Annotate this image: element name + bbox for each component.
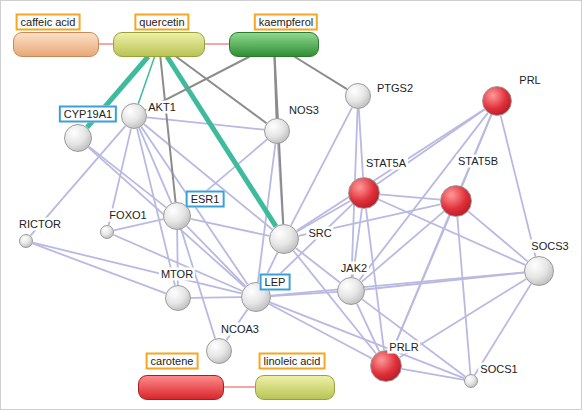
interaction-line	[357, 304, 379, 352]
protein-node: SOCS3	[524, 256, 554, 286]
protein-node: AKT1	[121, 103, 147, 129]
interaction-line	[294, 57, 347, 90]
protein-label: RICTOR	[17, 218, 63, 231]
protein-label: CYP19A1	[59, 106, 117, 123]
interaction-line	[359, 109, 363, 177]
protein-label: PRL	[517, 74, 542, 87]
interaction-line	[365, 273, 524, 290]
interaction-line	[501, 116, 536, 257]
protein-label: SRC	[306, 227, 333, 240]
interaction-line	[271, 272, 524, 295]
interaction-line	[88, 147, 244, 287]
interaction-line	[176, 57, 267, 124]
interaction-line	[402, 369, 464, 380]
protein-node: RICTOR	[19, 234, 33, 248]
protein-node: STAT5B	[440, 185, 472, 217]
interaction-line	[160, 57, 175, 203]
interaction-line	[475, 284, 531, 375]
protein-label: LEP	[260, 274, 291, 291]
compound-node: kaempferol	[229, 32, 319, 57]
compound-node: quercetin	[113, 32, 205, 57]
compound-label: quercetin	[134, 14, 189, 31]
interaction-line	[167, 57, 276, 227]
protein-node: ESR1	[163, 202, 191, 230]
protein-label: STAT5B	[456, 155, 500, 168]
protein-label: STAT5A	[364, 157, 408, 170]
protein-label: SOCS3	[529, 240, 570, 253]
interaction-line	[392, 115, 491, 351]
interaction-line	[144, 124, 272, 229]
protein-label: PRLR	[387, 341, 420, 354]
protein-label: NCOA3	[219, 323, 261, 336]
interaction-line	[269, 304, 372, 358]
interaction-line	[191, 219, 270, 236]
interaction-line	[138, 57, 154, 104]
interaction-line	[181, 229, 215, 338]
interaction-line	[297, 109, 485, 231]
interaction-line	[99, 43, 113, 45]
interaction-line	[191, 296, 241, 298]
protein-node: FOXO1	[100, 225, 114, 239]
protein-node: MTOR	[165, 285, 191, 311]
protein-node: LEP	[241, 282, 271, 312]
protein-node: PRLR	[370, 350, 402, 382]
compound-node: carotene	[138, 375, 224, 400]
protein-label: SOCS1	[478, 363, 519, 376]
protein-label: MTOR	[159, 268, 195, 281]
interaction-line	[291, 108, 352, 226]
compound-label: caffeic acid	[16, 14, 81, 31]
protein-label: NOS3	[287, 104, 321, 117]
interaction-line	[33, 243, 242, 294]
interaction-line	[296, 248, 340, 282]
protein-label: JAK2	[339, 262, 369, 275]
interaction-line	[205, 43, 229, 45]
protein-node: SOCS1	[464, 374, 478, 388]
interaction-line	[33, 243, 166, 293]
compound-label: linoleic acid	[259, 353, 326, 370]
protein-node: SRC	[269, 224, 299, 254]
protein-node: JAK2	[337, 277, 365, 305]
interaction-line	[468, 211, 527, 261]
protein-node: PRL	[482, 86, 512, 116]
interaction-line	[380, 194, 440, 199]
protein-label: AKT1	[146, 101, 178, 114]
interaction-line	[224, 386, 255, 388]
protein-node: NCOA3	[206, 338, 232, 364]
protein-node: CYP19A1	[64, 124, 92, 152]
protein-node: PTGS2	[345, 83, 371, 109]
protein-node: STAT5A	[348, 177, 380, 209]
interaction-line	[457, 217, 470, 374]
protein-node: NOS3	[264, 118, 290, 144]
compound-label: carotene	[146, 353, 199, 370]
protein-label: FOXO1	[107, 209, 148, 222]
interaction-line	[141, 127, 247, 285]
compound-label: kaempferol	[254, 14, 318, 31]
interaction-line	[362, 211, 444, 281]
compound-node: caffeic acid	[13, 32, 99, 57]
interaction-line	[113, 235, 242, 291]
protein-label: PTGS2	[375, 82, 415, 95]
compound-node: linoleic acid	[255, 375, 335, 400]
protein-label: ESR1	[186, 191, 225, 208]
